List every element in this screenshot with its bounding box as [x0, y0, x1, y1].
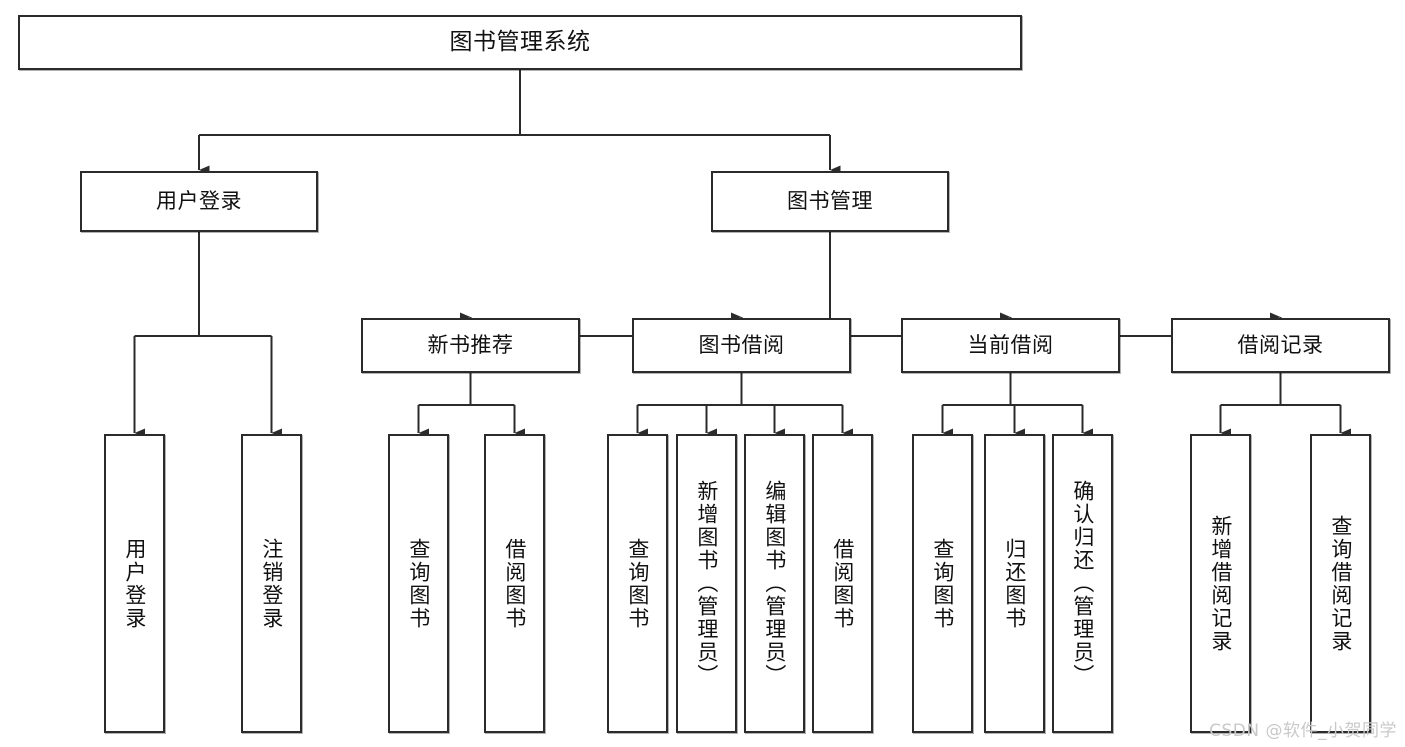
node-label: 用户登录 [156, 188, 242, 213]
node-leaf-confirm-return[interactable]: 确认归还（管理员） [1052, 434, 1113, 733]
node-label: 借阅图书 [502, 537, 527, 630]
node-leaf-logout[interactable]: 注销登录 [241, 434, 302, 733]
node-leaf-query-book-3[interactable]: 查询图书 [912, 434, 973, 733]
node-label: 查询图书 [930, 537, 955, 630]
node-current-borrow[interactable]: 当前借阅 [901, 318, 1120, 373]
node-leaf-borrow-book-1[interactable]: 借阅图书 [484, 434, 545, 733]
node-label: 注销登录 [259, 537, 284, 630]
node-label: 编辑图书（管理员） [762, 480, 787, 687]
node-label: 图书借阅 [698, 332, 785, 357]
node-leaf-query-book-1[interactable]: 查询图书 [388, 434, 449, 733]
node-leaf-add-book[interactable]: 新增图书（管理员） [676, 434, 737, 733]
node-label: 图书管理 [787, 188, 873, 213]
node-book-borrow[interactable]: 图书借阅 [632, 318, 851, 373]
node-leaf-user-login[interactable]: 用户登录 [104, 434, 165, 733]
node-leaf-edit-book[interactable]: 编辑图书（管理员） [744, 434, 805, 733]
node-label: 借阅记录 [1237, 332, 1324, 357]
node-book-management[interactable]: 图书管理 [711, 171, 949, 232]
node-label: 确认归还（管理员） [1070, 480, 1095, 687]
node-leaf-query-book-2[interactable]: 查询图书 [607, 434, 668, 733]
node-label: 归还图书 [1002, 537, 1027, 630]
node-leaf-add-record[interactable]: 新增借阅记录 [1190, 434, 1251, 733]
node-label: 图书管理系统 [449, 28, 591, 55]
node-label: 查询图书 [625, 537, 650, 630]
node-leaf-query-record[interactable]: 查询借阅记录 [1310, 434, 1371, 733]
node-label: 新书推荐 [427, 332, 514, 357]
node-leaf-return-book[interactable]: 归还图书 [984, 434, 1045, 733]
node-user-login[interactable]: 用户登录 [80, 171, 318, 232]
node-label: 借阅图书 [830, 537, 855, 630]
node-label: 新增借阅记录 [1208, 514, 1233, 653]
node-label: 新增图书（管理员） [694, 480, 719, 687]
node-root-system[interactable]: 图书管理系统 [18, 15, 1022, 70]
node-label: 查询图书 [406, 537, 431, 630]
node-label: 查询借阅记录 [1328, 514, 1353, 653]
node-label: 用户登录 [122, 537, 147, 630]
node-borrow-record[interactable]: 借阅记录 [1171, 318, 1390, 373]
node-leaf-borrow-book-2[interactable]: 借阅图书 [812, 434, 873, 733]
node-new-book-recommend[interactable]: 新书推荐 [361, 318, 580, 373]
node-label: 当前借阅 [967, 332, 1054, 357]
